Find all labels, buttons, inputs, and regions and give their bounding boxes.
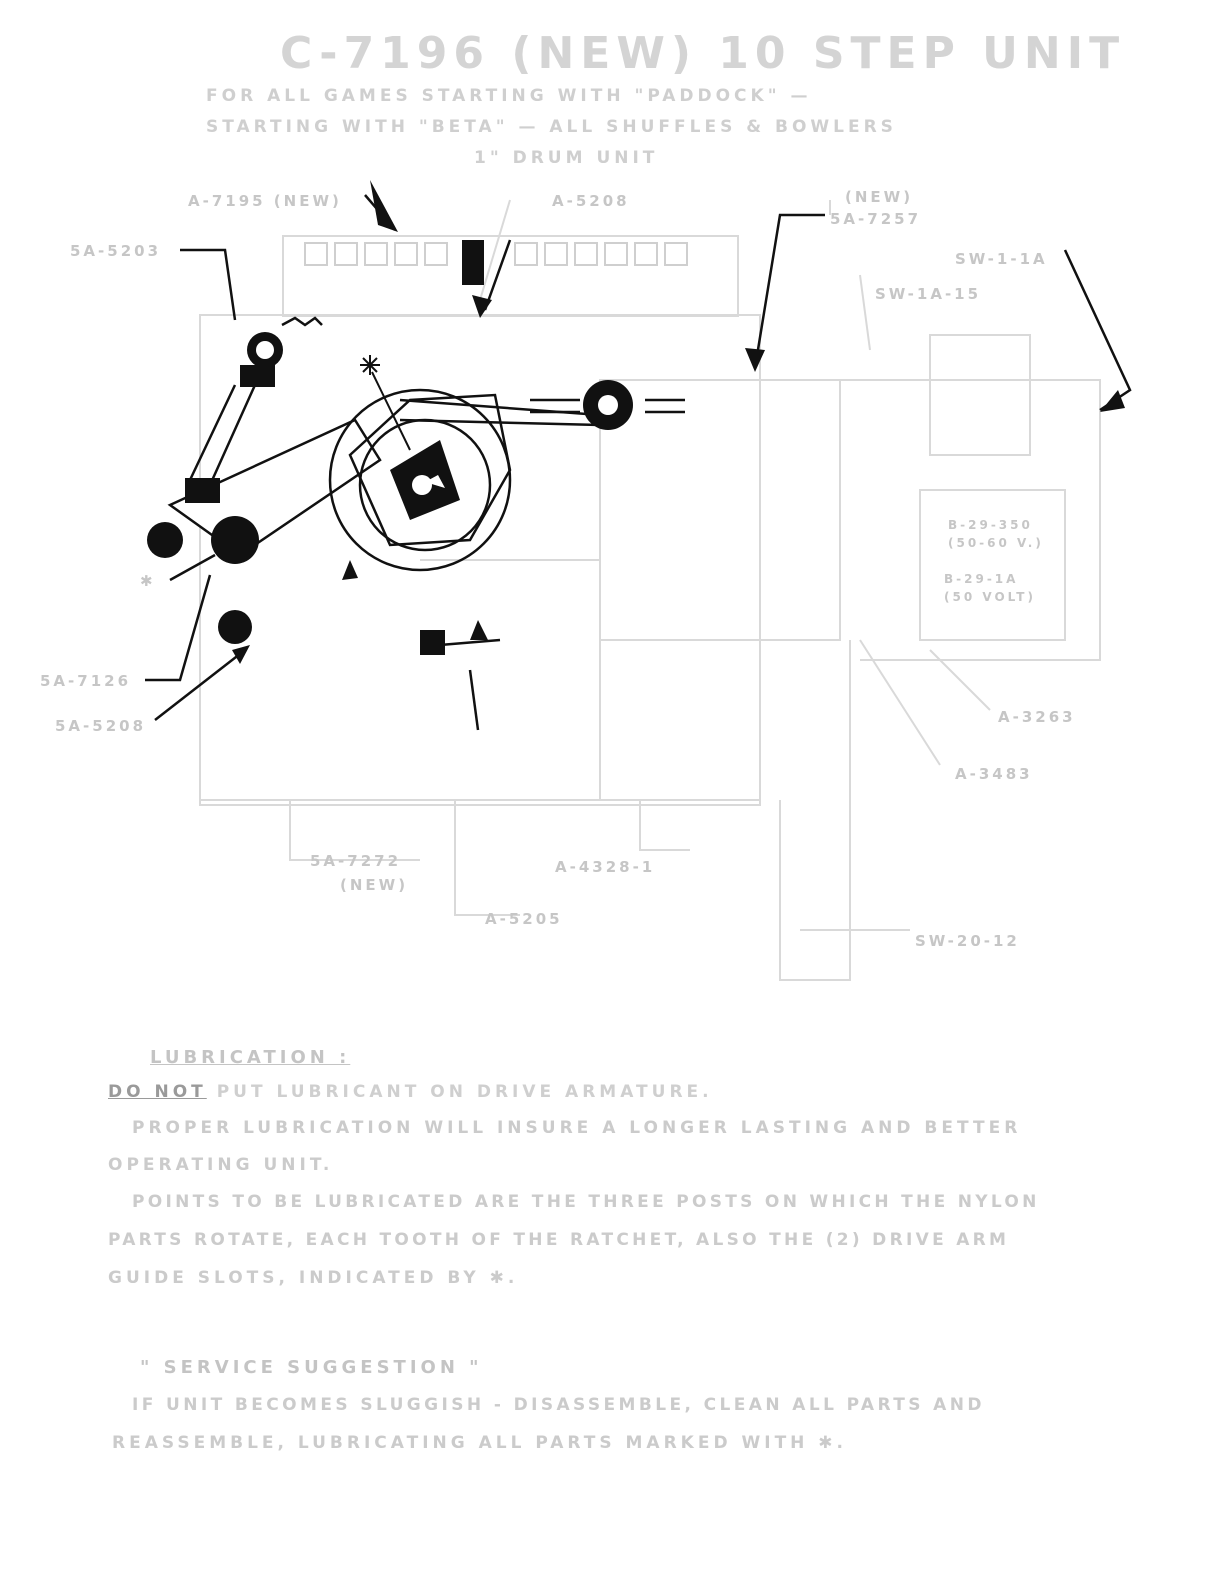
service-line-1: IF UNIT BECOMES SLUGGISH - DISASSEMBLE, … xyxy=(132,1395,985,1415)
arrow-armature xyxy=(468,669,480,731)
leader-3263 xyxy=(929,649,991,711)
leader-3483 xyxy=(859,639,941,766)
coil-outline xyxy=(919,489,1066,641)
dark-fills xyxy=(147,180,1125,664)
lubrication-line-1: DO NOT PUT LUBRICANT ON DRIVE ARMATURE. xyxy=(108,1082,713,1102)
leader-5205 xyxy=(454,800,520,916)
contact-row xyxy=(304,242,688,266)
label-new-7257-2: 5A-7257 xyxy=(830,210,922,228)
label-a3483: A-3483 xyxy=(955,765,1033,783)
asterisk-label-left: ✱ xyxy=(140,572,156,590)
do-not-emphasis: DO NOT xyxy=(108,1082,207,1102)
drive-pivot xyxy=(211,516,259,564)
frame-outline xyxy=(599,379,841,641)
arrowhead-7195 xyxy=(370,180,398,232)
armature-tab xyxy=(439,638,501,647)
subtitle-line-2: STARTING WITH "BETA" — ALL SHUFFLES & BO… xyxy=(206,117,897,137)
subtitle-line-1: FOR ALL GAMES STARTING WITH "PADDOCK" — xyxy=(206,86,812,106)
arrowhead-sw xyxy=(1100,390,1125,412)
arrow-7257 xyxy=(753,213,825,369)
label-a5208-left: 5A-5208 xyxy=(55,717,147,735)
label-coil-1b: (50-60 V.) xyxy=(948,536,1044,550)
label-sw-right: SW-1-1A xyxy=(955,250,1048,268)
label-a7272-1: 5A-7272 xyxy=(310,852,402,870)
label-coil-2: B-29-1A xyxy=(944,572,1019,586)
side-bracket-outline xyxy=(779,640,851,981)
label-a7195: A-7195 (NEW) xyxy=(188,192,342,210)
label-a7272-2: (NEW) xyxy=(340,876,409,894)
label-coil-2b: (50 VOLT) xyxy=(944,590,1036,604)
arrowhead-7257 xyxy=(745,348,765,372)
armature-outline xyxy=(420,559,601,800)
label-a5208-top: A-5208 xyxy=(552,192,630,210)
leader-5203 xyxy=(180,248,237,321)
spring-coil xyxy=(281,316,323,327)
leader-sw-mid xyxy=(859,274,871,351)
leader-4328 xyxy=(639,800,690,851)
label-a5205: A-5205 xyxy=(485,910,563,928)
subtitle-line-3: 1" DRUM UNIT xyxy=(474,148,659,168)
leader-asterisk xyxy=(169,553,216,582)
label-a7126: 5A-7126 xyxy=(40,672,132,690)
label-a5203: 5A-5203 xyxy=(70,242,162,260)
leader-7272 xyxy=(289,800,420,861)
arrowhead-armature-top xyxy=(470,620,488,640)
asterisk-marker xyxy=(360,355,411,451)
label-sw-mid: SW-1A-15 xyxy=(875,285,982,303)
plunger-head xyxy=(240,365,275,387)
contact-bank-outline xyxy=(282,235,739,317)
lubrication-line-5: PARTS ROTATE, EACH TOOTH OF THE RATCHET,… xyxy=(108,1230,1010,1250)
service-heading: " SERVICE SUGGESTION " xyxy=(140,1357,483,1378)
label-new-7257-1: (NEW) xyxy=(845,188,914,206)
arrowhead-7272 xyxy=(342,560,358,580)
label-a4328: A-4328-1 xyxy=(555,858,656,876)
lower-pivot xyxy=(218,610,252,644)
coil-bracket-outline xyxy=(840,379,1101,661)
spring-rod xyxy=(188,384,257,486)
spring-block xyxy=(185,478,220,503)
lubrication-heading: LUBRICATION : xyxy=(150,1047,351,1068)
bracket-sw xyxy=(1063,249,1132,412)
contact-wiper xyxy=(462,240,484,285)
label-a3263: A-3263 xyxy=(998,708,1076,726)
label-sw-bottom: SW-20-12 xyxy=(915,932,1020,950)
armature-block xyxy=(420,630,445,655)
lubrication-line-3: OPERATING UNIT. xyxy=(108,1155,334,1175)
arrow-5208 xyxy=(483,239,512,311)
lubrication-line-2: PROPER LUBRICATION WILL INSURE A LONGER … xyxy=(132,1118,1022,1138)
service-line-2: REASSEMBLE, LUBRICATING ALL PARTS MARKED… xyxy=(112,1433,848,1453)
lubrication-line-1-rest: PUT LUBRICANT ON DRIVE ARMATURE. xyxy=(216,1082,713,1102)
lubrication-line-6: GUIDE SLOTS, INDICATED BY ✱. xyxy=(108,1268,519,1288)
leader-5208-left xyxy=(154,649,246,721)
label-coil-1: B-29-350 xyxy=(948,518,1033,532)
ratchet-outer xyxy=(328,388,512,572)
arm-end xyxy=(147,522,183,558)
arrowhead-5208-left xyxy=(232,645,250,664)
step-unit-diagram xyxy=(145,180,1132,981)
arrowhead-5208 xyxy=(472,295,492,318)
switch-stack-outline xyxy=(929,334,1031,456)
leader-5208-top xyxy=(479,199,511,301)
leader-7126 xyxy=(145,574,212,682)
page-title: C-7196 (NEW) 10 STEP UNIT xyxy=(280,28,1126,79)
pivot-arms xyxy=(530,398,685,414)
lubrication-line-4: POINTS TO BE LUBRICATED ARE THE THREE PO… xyxy=(132,1192,1040,1212)
